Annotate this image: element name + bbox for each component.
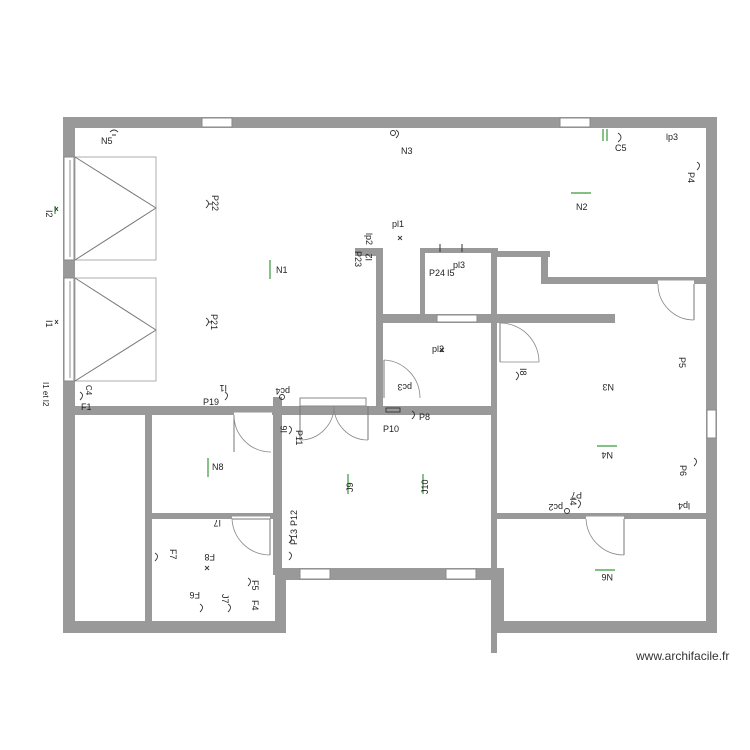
label-n3-top: N3 [401,146,413,156]
label-n2: N2 [576,202,588,212]
label-p4: P4 [686,172,696,183]
label-pc2: pc2 [548,502,563,512]
label-i2-mid: I2 [364,253,374,261]
glazed-bay-upper [69,156,157,261]
label-j9: J9 [345,482,355,492]
label-p11: P11 [294,430,304,445]
label-c4: C4 [84,385,93,396]
electrical-symbols [54,129,700,613]
light-marks [54,129,617,571]
label-pl1: pl1 [392,219,404,229]
label-f5: F5 [250,580,260,591]
label-i8: I8 [518,368,528,376]
credit-watermark: www.archifacile.fr [636,649,730,663]
label-pc4: pc4 [275,386,290,396]
label-n3-right: N3 [602,382,614,392]
label-i2-left: I2 [44,210,54,218]
label-p21: P21 [209,314,219,330]
label-p10: P10 [383,424,399,434]
label-f7: F7 [168,549,178,560]
label-i4: I4 [568,498,578,506]
label-f1: F1 [81,402,92,412]
label-n4: N4 [601,450,613,460]
room-labels: N5 N3 C5 lp3 P4 N2 I2 P22 pl1 lp2 P23 I2… [41,132,696,611]
label-i1-et-i2: I1 et I2 [41,382,50,407]
windows [63,117,717,580]
label-p8: P8 [419,412,430,422]
label-f6: F6 [189,590,200,600]
label-n5: N5 [101,136,113,146]
label-n6: N6 [601,572,613,582]
label-lp3: lp3 [666,132,678,142]
label-n1: N1 [276,265,288,275]
label-c5: C5 [615,143,627,153]
label-i6: I6 [279,425,289,433]
label-i1: I1 [219,383,227,393]
label-p24: P24 [429,268,445,278]
label-p22: P22 [210,195,220,211]
label-j7: J7 [220,594,230,604]
label-f4: F4 [250,600,260,611]
label-p19: P19 [203,397,219,407]
walls [63,117,717,653]
label-p7: P7 [571,490,582,500]
doors [231,280,695,556]
label-lp2: lp2 [364,233,374,245]
label-j10: J10 [420,479,430,494]
label-n8: N8 [212,462,224,472]
label-p5: P5 [677,357,687,368]
label-pl2: pl2 [432,344,444,354]
glazed-bay-lower [69,277,157,382]
label-pl3: pl3 [453,260,465,270]
label-i1-left: I1 [44,320,54,328]
label-i5: I5 [447,268,455,278]
label-lp4: lp4 [678,501,690,511]
label-i7: I7 [213,518,221,528]
label-f8: F8 [204,552,215,562]
label-p23: P23 [353,251,363,267]
label-pc3: pc3 [397,382,412,392]
label-p6: P6 [678,465,688,476]
label-p13: P13 [289,529,299,545]
label-p12: P12 [289,510,299,526]
